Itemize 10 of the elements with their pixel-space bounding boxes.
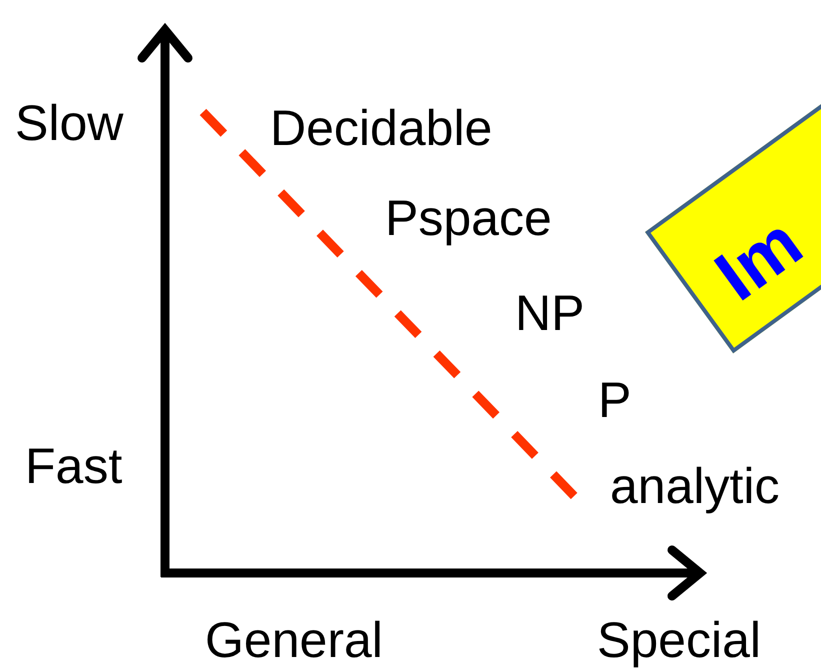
axis-label: General (205, 612, 383, 668)
class-label: Pspace (385, 190, 552, 246)
class-label: P (598, 372, 632, 428)
axis-label: Fast (25, 438, 122, 494)
axis-label: Slow (15, 95, 124, 151)
class-label: analytic (610, 458, 780, 514)
class-label: Decidable (270, 100, 492, 156)
class-label: NP (515, 285, 584, 341)
banner-text: Im (700, 201, 818, 318)
axis-label: Special (597, 612, 761, 668)
